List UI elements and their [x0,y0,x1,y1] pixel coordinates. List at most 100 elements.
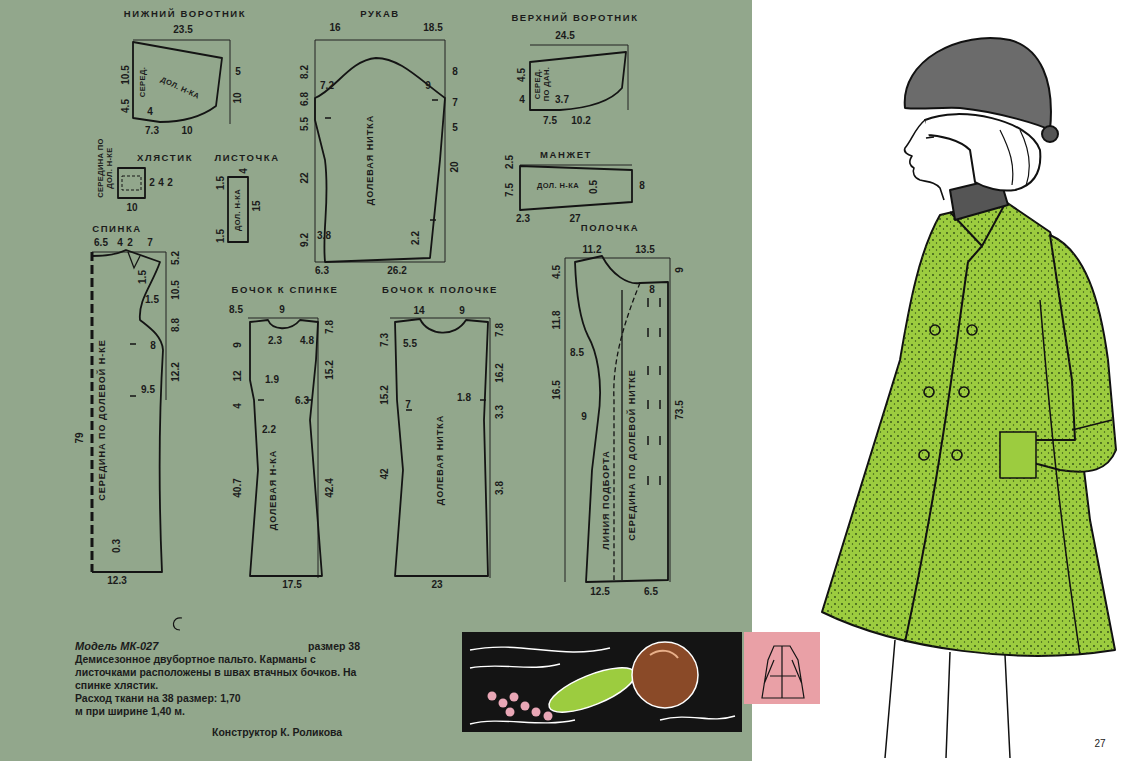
dimension-label: 9 [233,342,243,348]
piece-title: ПОЛОЧКА [581,223,640,233]
dimension-label: 23 [431,580,442,590]
piece-title: БОЧОК К СПИНКЕ [231,285,338,295]
back-outline [92,250,163,572]
dimension-label: 6.5 [94,238,108,248]
dimension-label: 9 [459,306,465,316]
coat-texture [822,200,1115,656]
tomato [632,642,698,708]
berry [488,692,497,701]
dimension-label: 23.5 [173,25,192,35]
dimension-label: 17.5 [282,580,301,590]
dimension-label: 79 [75,432,85,443]
front-outline [575,256,668,582]
button [924,387,934,397]
facing-line [614,283,640,580]
dimension-label: 1.5 [138,270,148,284]
legs [885,640,1010,758]
dimension-label: 9 [425,81,431,91]
dimension-label: 12.5 [590,587,609,597]
frame-line [92,252,166,572]
dimension-label: 4.8 [300,336,314,346]
dimension-label: 10.5 [121,65,131,84]
dimension-label: 7.3 [145,126,159,136]
dimension-label: 16 [329,23,340,33]
dimension-label: 7 [452,98,458,108]
pattern-details [92,100,660,630]
back-view-thumbnail [744,632,820,704]
berry [532,708,541,717]
buttons [919,325,977,460]
dimension-label: 8.8 [171,318,181,332]
coat-illustration [822,38,1116,758]
upper-collar-outline [530,52,626,110]
sleeve-texture [1030,235,1116,472]
dimension-label: 18.5 [423,23,442,33]
coat-body [822,200,1115,656]
dimension-label: 8.5 [229,305,243,315]
frame-line [530,45,628,110]
dimension-label: 2.2 [262,425,276,435]
dimension-label: 2 [127,238,133,248]
grain-label: ДОЛЕВАЯ НИТКА [366,115,375,205]
dimension-label: 16.2 [495,363,505,382]
designer-credit: Конструктор К. Роликова [75,726,365,739]
dimension-label: 2 [167,178,173,188]
dimension-label: 4 [239,168,249,174]
dart [128,252,140,268]
frame-line [520,165,632,166]
button-marks [648,298,660,485]
button [967,325,977,335]
piece-title: МАНЖЕТ [540,150,592,160]
berry [499,699,508,708]
dimension-label: 1.5 [216,176,226,190]
dimension-label: 10 [181,126,192,136]
berries [488,692,553,721]
dimension-label: 15.2 [380,385,390,404]
dimension-label: 9.2 [300,233,310,247]
dimension-label: 1.9 [265,375,279,385]
dimension-label: 12 [233,370,243,381]
sleeve-outline [315,58,445,262]
dimension-label: 12.2 [171,362,181,381]
dimension-label: 8 [639,181,645,191]
frame-line [390,318,490,578]
dimension-label: 8.5 [570,348,584,358]
berry [506,708,515,717]
dimension-label: 8 [150,341,156,351]
dimension-label: 9 [581,412,587,422]
pattern-piece: ХЛЯСТИК [115,150,195,205]
berry [510,693,519,702]
back-side-outline [250,320,322,576]
center-front-line [621,290,622,580]
grain-label: ЛИНИЯ ПОДБОРТА [602,450,611,549]
cuff-outline [520,166,632,210]
eye [926,137,934,138]
green-panel [0,0,752,761]
dimension-label: 40.7 [233,478,243,497]
dimension-label: 15 [252,200,262,211]
dimension-label: 16.5 [552,380,562,399]
draft-frames [92,40,670,582]
piece-title: СПИНКА [92,224,142,234]
dimension-label: 27 [569,214,580,224]
dimension-label: 7.5 [505,183,515,197]
grain-label: СЕРЕДИНА ПО ДОЛЕВОЙ Н-КЕ [98,339,107,501]
beret [905,38,1051,130]
front-side-outline [395,319,488,576]
hair-strands [1000,130,1029,186]
piece-title: РУКАВ [360,9,400,19]
hair [925,114,1040,190]
pompom [1042,126,1058,142]
dimension-label: 1.5 [145,295,159,305]
panel-seam [1040,300,1080,655]
welt-outline [228,177,248,242]
dimension-label: 3.8 [495,481,505,495]
dimension-label: 5.5 [300,117,310,131]
dimension-label: СЕРЕДИНА ПО ДОЛ. Н-КЕ [97,137,114,199]
grain-label: ДОЛ. Н-КА [159,76,200,101]
cuff-line [1072,420,1112,430]
frame-line [565,258,670,582]
button [959,387,969,397]
dimension-label: 6.8 [300,92,310,106]
